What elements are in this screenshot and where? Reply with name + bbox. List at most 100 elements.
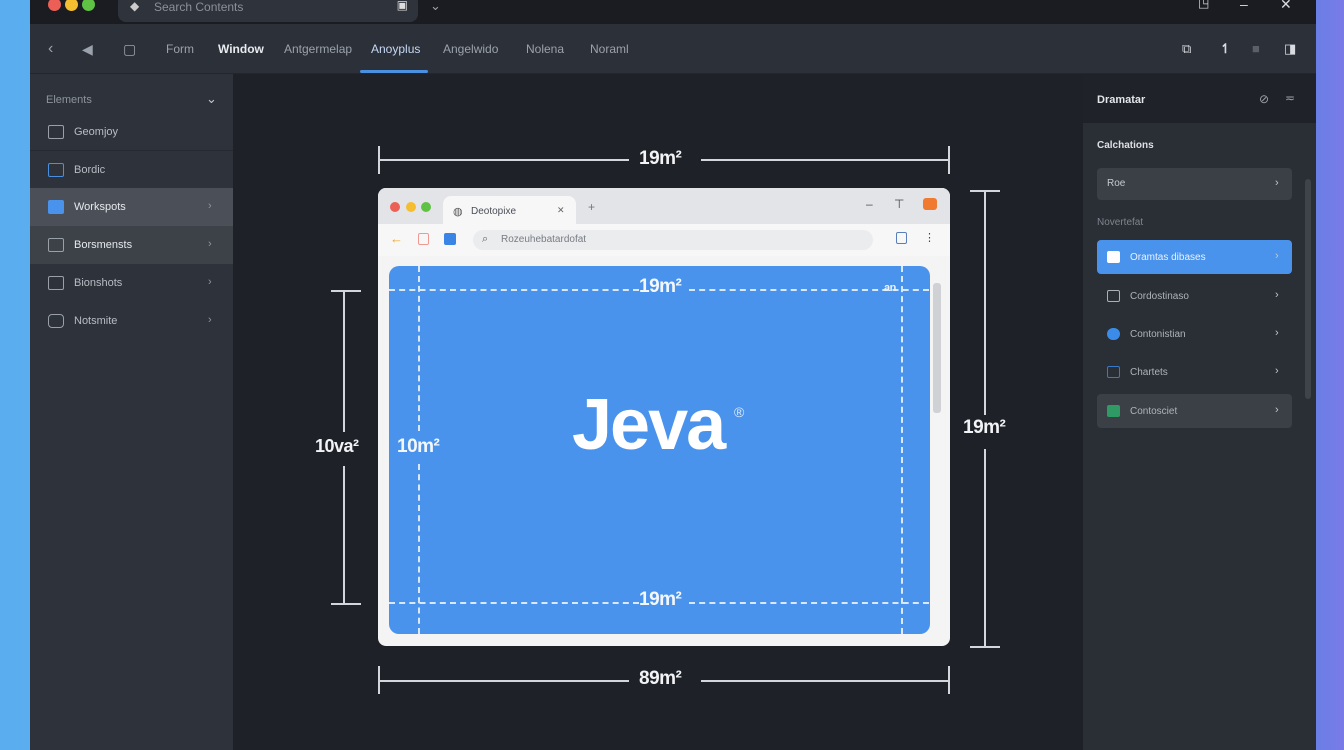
panel-item-chartets[interactable]: Chartets ›	[1097, 355, 1292, 389]
pointer-icon[interactable]: ↿	[1220, 41, 1231, 56]
pin-icon[interactable]: ⊤	[894, 197, 905, 211]
extension-icon[interactable]	[923, 198, 937, 210]
browser-mockup[interactable]: ◍ Deotopixe ✕ + – ⊤ ← ⌕ Rozeuhebatardofa…	[378, 188, 950, 646]
panel-item-contosciet[interactable]: Contosciet ›	[1097, 394, 1292, 428]
right-sidebar-scrollbar[interactable]	[1305, 179, 1311, 399]
panel-item-contonistian[interactable]: Contonistian ›	[1097, 317, 1292, 351]
sidebar-item-label: Workspots	[74, 201, 126, 213]
dimension-tick	[378, 146, 380, 174]
play-back-icon[interactable]: ◀	[82, 41, 93, 57]
app-window: ◆ Search Contents ▣ ⌄ ◳ – ✕ ‹ ◀ ▢ Form W…	[30, 0, 1316, 750]
restore-icon[interactable]: ◳	[1198, 0, 1210, 10]
chevron-down-icon[interactable]: ⌄	[430, 0, 441, 13]
monitor-icon	[1107, 366, 1120, 378]
sidebar-item-label: Borsmensts	[74, 239, 133, 251]
sidebar-item-bionshots[interactable]: Bionshots ›	[30, 265, 233, 301]
guide-line	[418, 464, 420, 634]
lightbulb-icon: ◆	[130, 0, 140, 13]
layout-icon	[48, 163, 64, 177]
url-text: Rozeuhebatardofat	[501, 234, 587, 245]
chevron-right-icon: ›	[208, 314, 212, 326]
close-window-button[interactable]	[48, 0, 61, 11]
window-icon	[1107, 251, 1120, 263]
dimension-tick	[331, 603, 361, 605]
section-title: Calchations	[1097, 140, 1154, 151]
edit-icon[interactable]: ⊘	[1259, 92, 1270, 106]
cloud-icon	[1107, 328, 1120, 340]
globe-icon: ◍	[453, 206, 463, 218]
panel-item-label: Contonistian	[1130, 329, 1186, 340]
sidebar-item-geomjoy[interactable]: Geomjoy	[30, 114, 233, 150]
dimension-top-label: 19m²	[639, 148, 682, 169]
minimize-icon[interactable]: –	[866, 197, 873, 211]
chevron-right-icon: ›	[1275, 289, 1279, 301]
tab-anoyplus[interactable]: Anoyplus	[371, 42, 421, 56]
back-arrow-icon[interactable]: ←	[390, 231, 403, 246]
dimension-bottom-label: 89m²	[639, 668, 682, 689]
back-icon[interactable]: ‹	[48, 40, 54, 57]
dimension-line	[379, 680, 629, 682]
inner-top-label: 19m²	[639, 276, 682, 297]
download-icon[interactable]	[896, 232, 907, 244]
sidebar-item-notsmite[interactable]: Notsmite ›	[30, 303, 233, 339]
dimension-line	[343, 290, 345, 432]
left-sidebar: Elements ⌄ Geomjoy Bordic Workspots › Bo…	[30, 74, 233, 750]
mock-maximize-dot	[421, 202, 431, 212]
sidebar-item-borsmensts[interactable]: Borsmensts ›	[30, 226, 233, 264]
panel-item-label: Contosciet	[1130, 406, 1178, 417]
browser-scrollbar[interactable]	[933, 283, 941, 413]
chevron-right-icon: ›	[1275, 250, 1279, 262]
chevron-right-icon: ›	[1275, 177, 1279, 189]
dimension-left-label: 10va²	[315, 436, 359, 456]
active-tab-indicator	[360, 70, 428, 73]
square-icon[interactable]: ▢	[123, 41, 137, 57]
new-tab-icon[interactable]: +	[588, 200, 596, 214]
maximize-window-button[interactable]	[82, 0, 95, 11]
design-canvas[interactable]: 19m² 89m² 10va² 19m² ◍ Deotopixe	[233, 74, 1083, 750]
document-icon[interactable]: ▣	[396, 0, 408, 12]
tab-angelwido[interactable]: Angelwido	[443, 42, 499, 56]
search-field[interactable]: ◆ Search Contents ▣	[118, 0, 418, 22]
app-icon[interactable]	[444, 233, 456, 245]
collapse-icon[interactable]: ≂	[1285, 91, 1296, 105]
registered-mark: ®	[734, 404, 745, 420]
guide-line	[901, 266, 903, 634]
chevron-right-icon: ›	[208, 238, 212, 250]
browser-tab[interactable]: ◍ Deotopixe ✕	[443, 196, 576, 226]
split-view-icon[interactable]: ⧉	[1182, 41, 1192, 56]
sidebar-toggle-icon[interactable]: ◨	[1284, 41, 1297, 56]
dimension-right-label: 19m²	[963, 417, 1006, 438]
panel-item-oramtas[interactable]: Oramtas dibases ›	[1097, 240, 1292, 274]
calendar-icon	[1107, 290, 1120, 302]
guide-line	[689, 602, 929, 604]
url-bar[interactable]: ⌕ Rozeuhebatardofat	[473, 230, 873, 250]
dimension-line	[984, 190, 986, 415]
chevron-right-icon: ›	[208, 200, 212, 212]
sidebar-item-label: Bordic	[74, 164, 106, 176]
chevron-down-icon[interactable]: ⌄	[206, 91, 217, 106]
close-icon[interactable]: ✕	[1280, 0, 1292, 12]
browser-tab-bar: ◍ Deotopixe ✕ + – ⊤	[378, 188, 950, 226]
search-field-text: Search Contents	[154, 0, 244, 14]
sidebar-item-bordic[interactable]: Bordic	[30, 152, 233, 188]
nav-bar: ‹ ◀ ▢ Form Window Antgermelap Anoyplus A…	[30, 24, 1316, 74]
window-icon	[48, 200, 64, 214]
right-sidebar: Dramatar ⊘ ≂ Calchations Roe › Novertefa…	[1083, 74, 1316, 750]
sidebar-item-workspots[interactable]: Workspots ›	[30, 188, 233, 226]
tab-close-icon[interactable]: ✕	[557, 205, 565, 215]
sidebar-header: Elements	[46, 94, 92, 106]
minimize-icon[interactable]: –	[1240, 0, 1248, 12]
tab-form[interactable]: Form	[166, 42, 194, 56]
bookmark-icon[interactable]	[418, 233, 429, 245]
tab-antgermelap[interactable]: Antgermelap	[284, 42, 353, 56]
menu-icon[interactable]: ⋮	[924, 232, 935, 244]
roe-field[interactable]: Roe ›	[1097, 168, 1292, 200]
tab-nolena[interactable]: Nolena	[526, 42, 565, 56]
mock-close-dot	[390, 202, 400, 212]
tab-noraml[interactable]: Noraml	[590, 42, 629, 56]
minimize-window-button[interactable]	[65, 0, 78, 11]
panel-icon	[48, 238, 64, 252]
stop-icon[interactable]: ■	[1252, 41, 1260, 56]
tab-window[interactable]: Window	[218, 42, 264, 56]
panel-item-cordostinaso[interactable]: Cordostinaso ›	[1097, 279, 1292, 313]
